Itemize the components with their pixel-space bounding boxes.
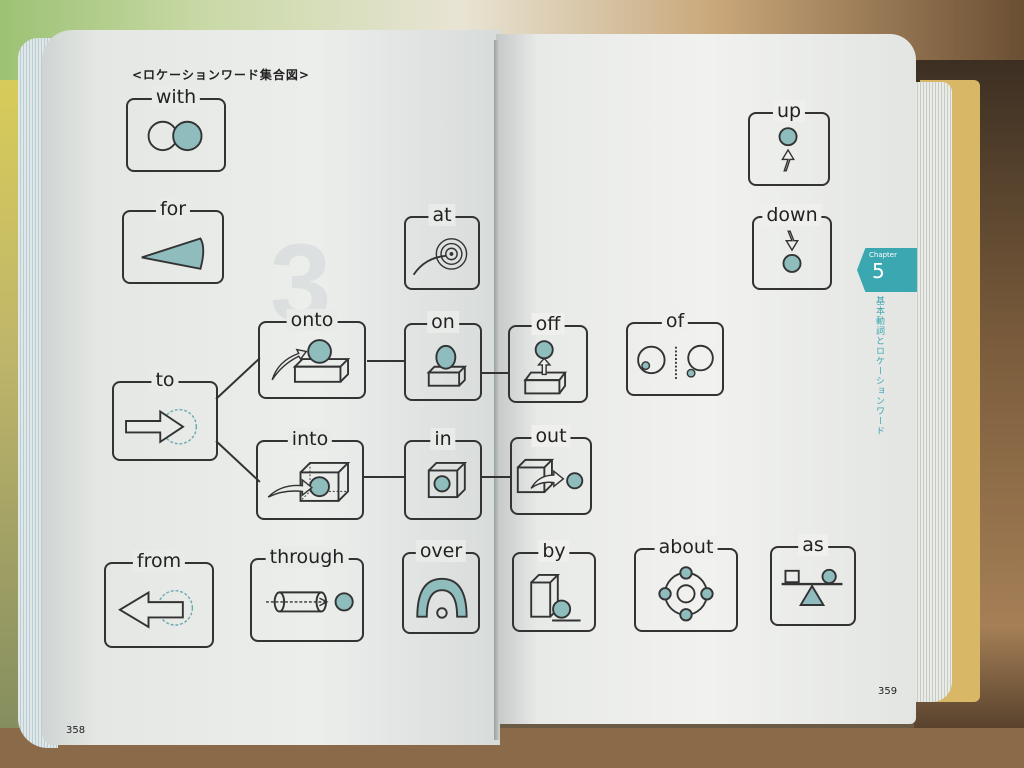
card-with: with (126, 86, 226, 172)
through-icon (266, 591, 354, 613)
chapter-tab: Chapter 5 (857, 248, 917, 292)
card-label: at (428, 204, 456, 226)
page-heading: <ロケーションワード集合図> (132, 68, 310, 82)
in-icon (427, 461, 468, 499)
card-label: about (654, 536, 718, 558)
card-label: up (772, 100, 806, 122)
onto-icon (271, 339, 351, 383)
card-label: from (132, 550, 186, 572)
book-spine (494, 40, 500, 740)
chapter-tab-shape (857, 248, 917, 292)
over-icon (416, 577, 468, 619)
card-from: from (104, 550, 214, 648)
card-in: in (404, 428, 482, 520)
card-label: for (155, 198, 191, 220)
on-icon (426, 344, 468, 387)
card-up: up (748, 100, 830, 186)
card-label: as (798, 534, 828, 556)
into-icon (267, 461, 351, 502)
chapter-title: 基本動詞とロケーションワード (874, 296, 884, 436)
card-label: by (538, 540, 570, 562)
page-number-right: 359 (878, 686, 898, 697)
connector-in-out (482, 476, 512, 478)
card-label: to (151, 369, 179, 391)
with-icon (147, 120, 203, 152)
off-icon (523, 340, 567, 395)
card-on: on (404, 311, 482, 401)
page-number-left: 358 (66, 725, 86, 736)
arrow-right-icon (125, 408, 198, 445)
connector-on-off (482, 372, 510, 374)
card-onto: onto (258, 309, 366, 399)
card-label: in (430, 428, 456, 450)
connector-into-in (364, 476, 404, 478)
out-icon (516, 458, 584, 494)
card-for: for (122, 198, 224, 284)
card-down: down (752, 204, 832, 290)
card-through: through (250, 546, 364, 642)
card-label: off (531, 313, 565, 335)
card-label: on (427, 311, 459, 333)
card-label: out (531, 425, 571, 447)
card-over: over (402, 540, 480, 634)
card-label: with (151, 86, 201, 108)
card-label: through (265, 546, 349, 568)
card-to: to (112, 369, 218, 461)
arrow-left-icon (118, 589, 194, 629)
card-label: into (287, 428, 333, 450)
card-about: about (634, 536, 738, 632)
card-label: down (762, 204, 822, 226)
as-icon (781, 568, 843, 606)
chapter-label: Chapter (869, 251, 897, 259)
card-as: as (770, 534, 856, 626)
down-icon (782, 230, 802, 273)
chapter-number: 5 (872, 259, 885, 283)
card-out: out (510, 425, 592, 515)
for-icon (141, 237, 205, 270)
card-off: off (508, 313, 588, 403)
card-label: onto (286, 309, 338, 331)
card-by: by (512, 540, 596, 632)
card-label: over (415, 540, 467, 562)
up-icon (778, 127, 798, 172)
connector-onto-on (367, 360, 405, 362)
card-at: at (404, 204, 480, 290)
of-icon (637, 344, 714, 379)
by-icon (530, 573, 581, 622)
target-icon (412, 238, 468, 276)
card-of: of (626, 310, 724, 396)
card-into: into (256, 428, 364, 520)
about-icon (658, 566, 714, 622)
card-label: of (661, 310, 689, 332)
